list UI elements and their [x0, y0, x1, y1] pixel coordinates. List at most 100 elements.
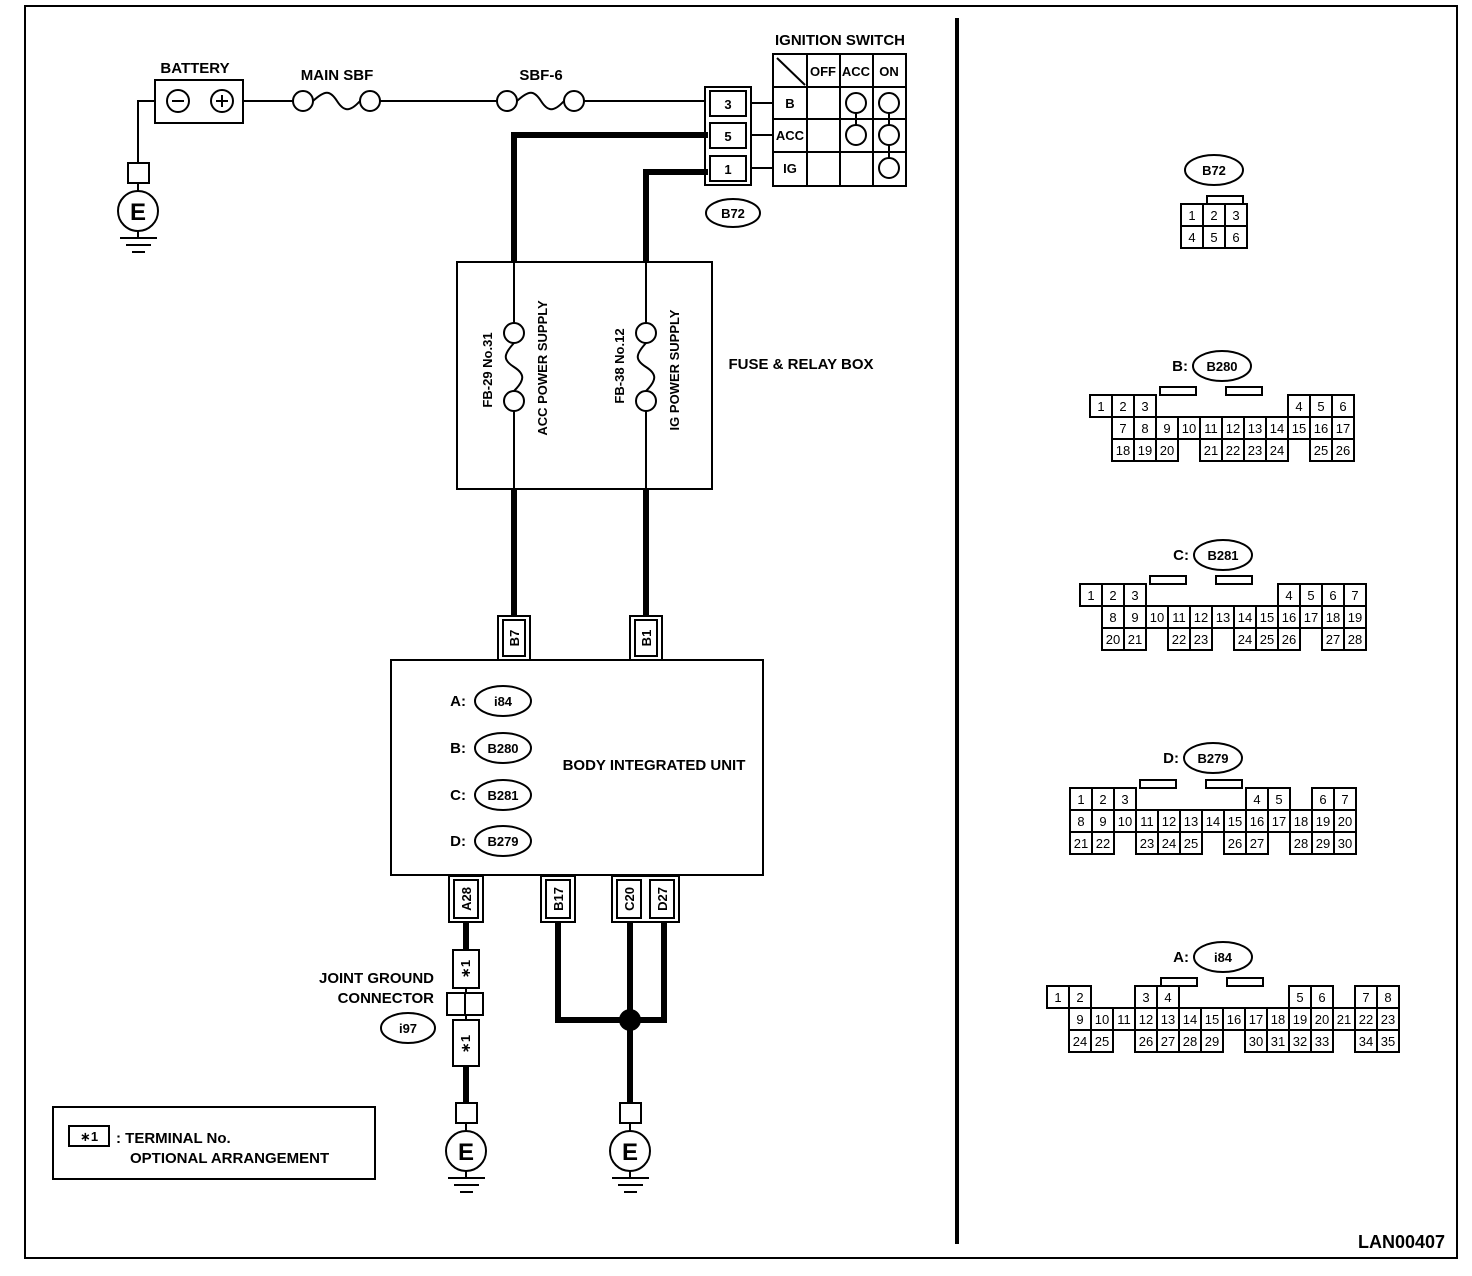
- connector-pin-number: 8: [1109, 610, 1116, 625]
- connector-pin-number: 9: [1076, 1012, 1083, 1027]
- connector-pin-number: 14: [1206, 814, 1220, 829]
- connector-lock-tab: [1149, 575, 1187, 585]
- connector-pin-number: 20: [1315, 1012, 1329, 1027]
- connector-pin-cell: [1123, 627, 1147, 651]
- connector-pin-number: 10: [1182, 421, 1196, 436]
- connector-pin-number: 18: [1326, 610, 1340, 625]
- ig-terminal-3: 3: [724, 97, 731, 112]
- biu-conn-a-prefix: A:: [450, 693, 466, 710]
- connector-pin-number: 15: [1228, 814, 1242, 829]
- ig-row-b: B: [785, 96, 794, 111]
- terminal-b17: B17: [540, 875, 576, 923]
- connector-pin-number: 2: [1210, 208, 1217, 223]
- connector-pin-number: 9: [1131, 610, 1138, 625]
- ground-symbol-label: E: [130, 199, 146, 226]
- main-sbf-fuse: MAIN SBF: [292, 67, 381, 112]
- connector-pin-number: 13: [1161, 1012, 1175, 1027]
- connector-pin-number: 20: [1160, 443, 1174, 458]
- terminal-a28-label: A28: [459, 887, 474, 911]
- connector-pin-number: 1: [1054, 990, 1061, 1005]
- b72-tag-label: B72: [721, 206, 745, 221]
- ignition-switch: IGNITION SWITCH 3 5 1 OFF ACC ON B ACC I…: [704, 32, 907, 187]
- connector-pin-number: 15: [1292, 421, 1306, 436]
- fuse1-name: ACC POWER SUPPLY: [535, 300, 550, 436]
- fuse2-name: IG POWER SUPPLY: [667, 309, 682, 430]
- connector-pin-cell: [1200, 1029, 1224, 1053]
- figure-code: LAN00407: [1358, 1232, 1445, 1252]
- joint-ground-label-2: CONNECTOR: [338, 990, 435, 1007]
- connector-lock-tab: [1205, 779, 1243, 789]
- connector-pin-number: 30: [1338, 836, 1352, 851]
- terminal-a28: A28: [448, 875, 484, 923]
- connector-pin-number: 25: [1314, 443, 1328, 458]
- connector-pin-number: 24: [1073, 1034, 1087, 1049]
- connector-pin-cell: [1333, 831, 1357, 855]
- connector-view-id: i84: [1214, 950, 1233, 965]
- main-sbf-label: MAIN SBF: [301, 67, 374, 84]
- joint-terminal-bottom: ∗1: [458, 1035, 473, 1053]
- connector-lock-tab: [1226, 977, 1264, 987]
- connector-pin-number: 12: [1139, 1012, 1153, 1027]
- splice-point: [619, 1009, 641, 1031]
- connector-pin-cell: [1090, 1029, 1114, 1053]
- biu-conn-c-prefix: C:: [450, 787, 466, 804]
- fuse-relay-box: FB-29 No.31 ACC POWER SUPPLY FB-38 No.12…: [456, 261, 713, 490]
- connector-pin-number: 3: [1131, 588, 1138, 603]
- connector-pin-number: 14: [1183, 1012, 1197, 1027]
- connector-pin-number: 13: [1248, 421, 1262, 436]
- connector-pin-number: 21: [1074, 836, 1088, 851]
- connector-pin-number: 30: [1249, 1034, 1263, 1049]
- connector-view-prefix: D:: [1163, 750, 1179, 767]
- body-integrated-unit: BODY INTEGRATED UNIT A: i84 B: B280 C: B…: [390, 659, 764, 876]
- connector-pin-number: 19: [1138, 443, 1152, 458]
- connector-pin-number: 11: [1204, 421, 1218, 436]
- connector-pin-number: 25: [1184, 836, 1198, 851]
- connector-pin-number: 1: [1087, 588, 1094, 603]
- connector-pin-cell: [1310, 1029, 1334, 1053]
- joint-ground-label-1: JOINT GROUND: [319, 970, 434, 987]
- ground-joint: E: [445, 1102, 487, 1193]
- biu-conn-b-prefix: B:: [450, 740, 466, 757]
- connector-pin-number: 8: [1384, 990, 1391, 1005]
- connector-lock-tab: [1215, 575, 1253, 585]
- sbf6-label: SBF-6: [519, 67, 562, 84]
- terminal-b17-label: B17: [551, 887, 566, 911]
- connector-view-tag: [1184, 154, 1244, 186]
- connector-pin-cell: [1331, 438, 1355, 462]
- connector-pin-number: 26: [1282, 632, 1296, 647]
- connector-pin-number: 7: [1119, 421, 1126, 436]
- connector-pin-cell: [1245, 831, 1269, 855]
- diagram-frame: [24, 5, 1458, 1259]
- ig-terminal-1: 1: [724, 162, 731, 177]
- connector-view-id: B279: [1197, 751, 1228, 766]
- battery: BATTERY: [154, 60, 244, 124]
- connector-pin-number: 28: [1348, 632, 1362, 647]
- connector-view-id: B72: [1202, 163, 1226, 178]
- connector-pin-number: 24: [1238, 632, 1252, 647]
- connector-pin-number: 16: [1282, 610, 1296, 625]
- terminal-b7-label: B7: [507, 630, 522, 647]
- connector-view-id: B280: [1206, 359, 1237, 374]
- connector-pin-number: 26: [1139, 1034, 1153, 1049]
- biu-conn-a-id: i84: [494, 694, 513, 709]
- connector-pin-number: 2: [1099, 792, 1106, 807]
- connector-pin-number: 17: [1304, 610, 1318, 625]
- connector-pin-number: 8: [1141, 421, 1148, 436]
- connector-pin-cell: [1155, 438, 1179, 462]
- connector-pin-number: 8: [1077, 814, 1084, 829]
- connector-pin-number: 33: [1315, 1034, 1329, 1049]
- connector-pin-number: 22: [1096, 836, 1110, 851]
- connector-pin-number: 23: [1194, 632, 1208, 647]
- connector-pin-number: 14: [1270, 421, 1284, 436]
- biu-label: BODY INTEGRATED UNIT: [563, 757, 746, 774]
- ignition-switch-title: IGNITION SWITCH: [775, 32, 905, 49]
- connector-pin-number: 6: [1319, 792, 1326, 807]
- terminal-b1-label: B1: [639, 630, 654, 647]
- connector-pin-number: 16: [1314, 421, 1328, 436]
- ground-joint-label: E: [458, 1139, 474, 1166]
